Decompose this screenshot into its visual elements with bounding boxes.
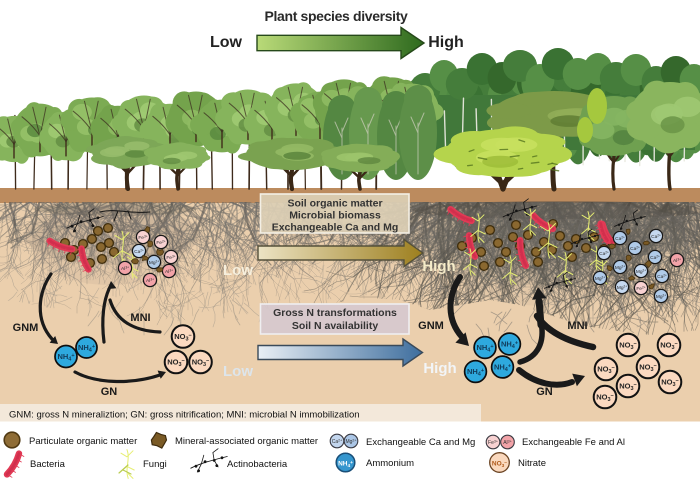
svg-text:GN: GN — [536, 386, 553, 398]
svg-text:Exchangeable Fe and Al: Exchangeable Fe and Al — [522, 437, 625, 448]
svg-text:NO3−: NO3− — [492, 461, 507, 469]
svg-text:Particulate organic matter: Particulate organic matter — [29, 436, 137, 447]
svg-text:NH4+: NH4+ — [467, 367, 484, 378]
svg-text:Al3+: Al3+ — [503, 439, 512, 446]
svg-text:Al3+: Al3+ — [165, 268, 173, 275]
svg-text:Ca2+: Ca2+ — [134, 248, 144, 255]
svg-text:Ca2+: Ca2+ — [630, 245, 640, 252]
svg-text:Actinobacteria: Actinobacteria — [227, 459, 288, 470]
svg-text:Microbial biomass: Microbial biomass — [289, 210, 381, 222]
svg-text:NO3−: NO3− — [167, 358, 185, 369]
svg-text:Soil organic matter: Soil organic matter — [287, 198, 382, 210]
svg-text:NO3−: NO3− — [596, 393, 614, 404]
svg-text:GNM: GNM — [13, 322, 39, 334]
svg-text:Mg2+: Mg2+ — [636, 268, 646, 275]
svg-text:MNI: MNI — [130, 312, 150, 324]
svg-text:Mineral-associated organic mat: Mineral-associated organic matter — [175, 436, 318, 447]
svg-text:Low: Low — [223, 262, 253, 279]
svg-text:NO3−: NO3− — [619, 341, 637, 352]
svg-text:Bacteria: Bacteria — [30, 459, 66, 470]
svg-text:High: High — [423, 360, 456, 377]
svg-text:NO3−: NO3− — [619, 382, 637, 393]
svg-text:Ca2+: Ca2+ — [657, 273, 667, 280]
svg-text:Gross N transformations: Gross N transformations — [273, 307, 397, 319]
svg-text:High: High — [422, 258, 455, 275]
svg-text:Nitrate: Nitrate — [518, 458, 546, 469]
svg-text:Low: Low — [210, 34, 243, 51]
svg-text:NO3−: NO3− — [639, 363, 657, 374]
svg-text:Al3+: Al3+ — [146, 277, 154, 284]
svg-text:GNM: GNM — [418, 320, 444, 332]
svg-text:Exchangeable Ca and Mg: Exchangeable Ca and Mg — [272, 222, 399, 234]
svg-text:NH4+: NH4+ — [338, 461, 353, 469]
svg-text:NH4+: NH4+ — [476, 343, 493, 354]
svg-text:Ca2+: Ca2+ — [599, 250, 609, 256]
svg-text:Al3+: Al3+ — [121, 265, 129, 272]
svg-text:Fe2+: Fe2+ — [636, 285, 645, 292]
svg-text:Soil N availability: Soil N availability — [292, 320, 379, 332]
svg-text:NH4+: NH4+ — [78, 343, 95, 354]
svg-text:NH4+: NH4+ — [501, 340, 518, 351]
svg-text:Plant species diversity: Plant species diversity — [265, 8, 408, 24]
svg-text:Mg2+: Mg2+ — [617, 284, 627, 291]
svg-text:MNI: MNI — [567, 320, 587, 332]
svg-text:Mg2+: Mg2+ — [345, 438, 356, 445]
svg-text:Fe3+: Fe3+ — [138, 234, 147, 241]
svg-text:NO3−: NO3− — [597, 365, 615, 376]
svg-text:NH4+: NH4+ — [494, 363, 511, 374]
svg-text:Fe3+: Fe3+ — [166, 254, 175, 261]
svg-text:Exchangeable Ca and Mg: Exchangeable Ca and Mg — [366, 437, 475, 448]
svg-text:Fe2+: Fe2+ — [156, 239, 165, 246]
svg-text:Mg2+: Mg2+ — [595, 275, 605, 282]
svg-text:Fe3+: Fe3+ — [488, 439, 498, 446]
svg-text:GN: GN — [101, 386, 118, 398]
svg-text:High: High — [428, 34, 464, 51]
svg-text:Fungi: Fungi — [143, 459, 167, 470]
svg-text:NO3−: NO3− — [174, 332, 192, 343]
svg-text:Mg2+: Mg2+ — [615, 264, 625, 271]
svg-text:NO3−: NO3− — [661, 378, 679, 389]
svg-text:Ca2+: Ca2+ — [650, 254, 660, 261]
svg-text:Mg2+: Mg2+ — [149, 259, 159, 266]
svg-text:NO3−: NO3− — [660, 341, 678, 352]
svg-text:Ca2+: Ca2+ — [615, 235, 625, 242]
svg-text:Low: Low — [223, 363, 253, 380]
svg-text:Ca2+: Ca2+ — [332, 438, 343, 445]
svg-text:Mg2+: Mg2+ — [656, 293, 666, 300]
svg-text:NH4+: NH4+ — [57, 352, 74, 363]
svg-text:NO3−: NO3− — [192, 358, 210, 369]
svg-text:Ca2+: Ca2+ — [651, 233, 661, 240]
svg-text:Ammonium: Ammonium — [366, 458, 414, 469]
svg-text:Al3+: Al3+ — [673, 257, 681, 264]
svg-text:GNM: gross N mineraliztion; GN: GNM: gross N mineraliztion; GN: gross ni… — [9, 410, 360, 421]
